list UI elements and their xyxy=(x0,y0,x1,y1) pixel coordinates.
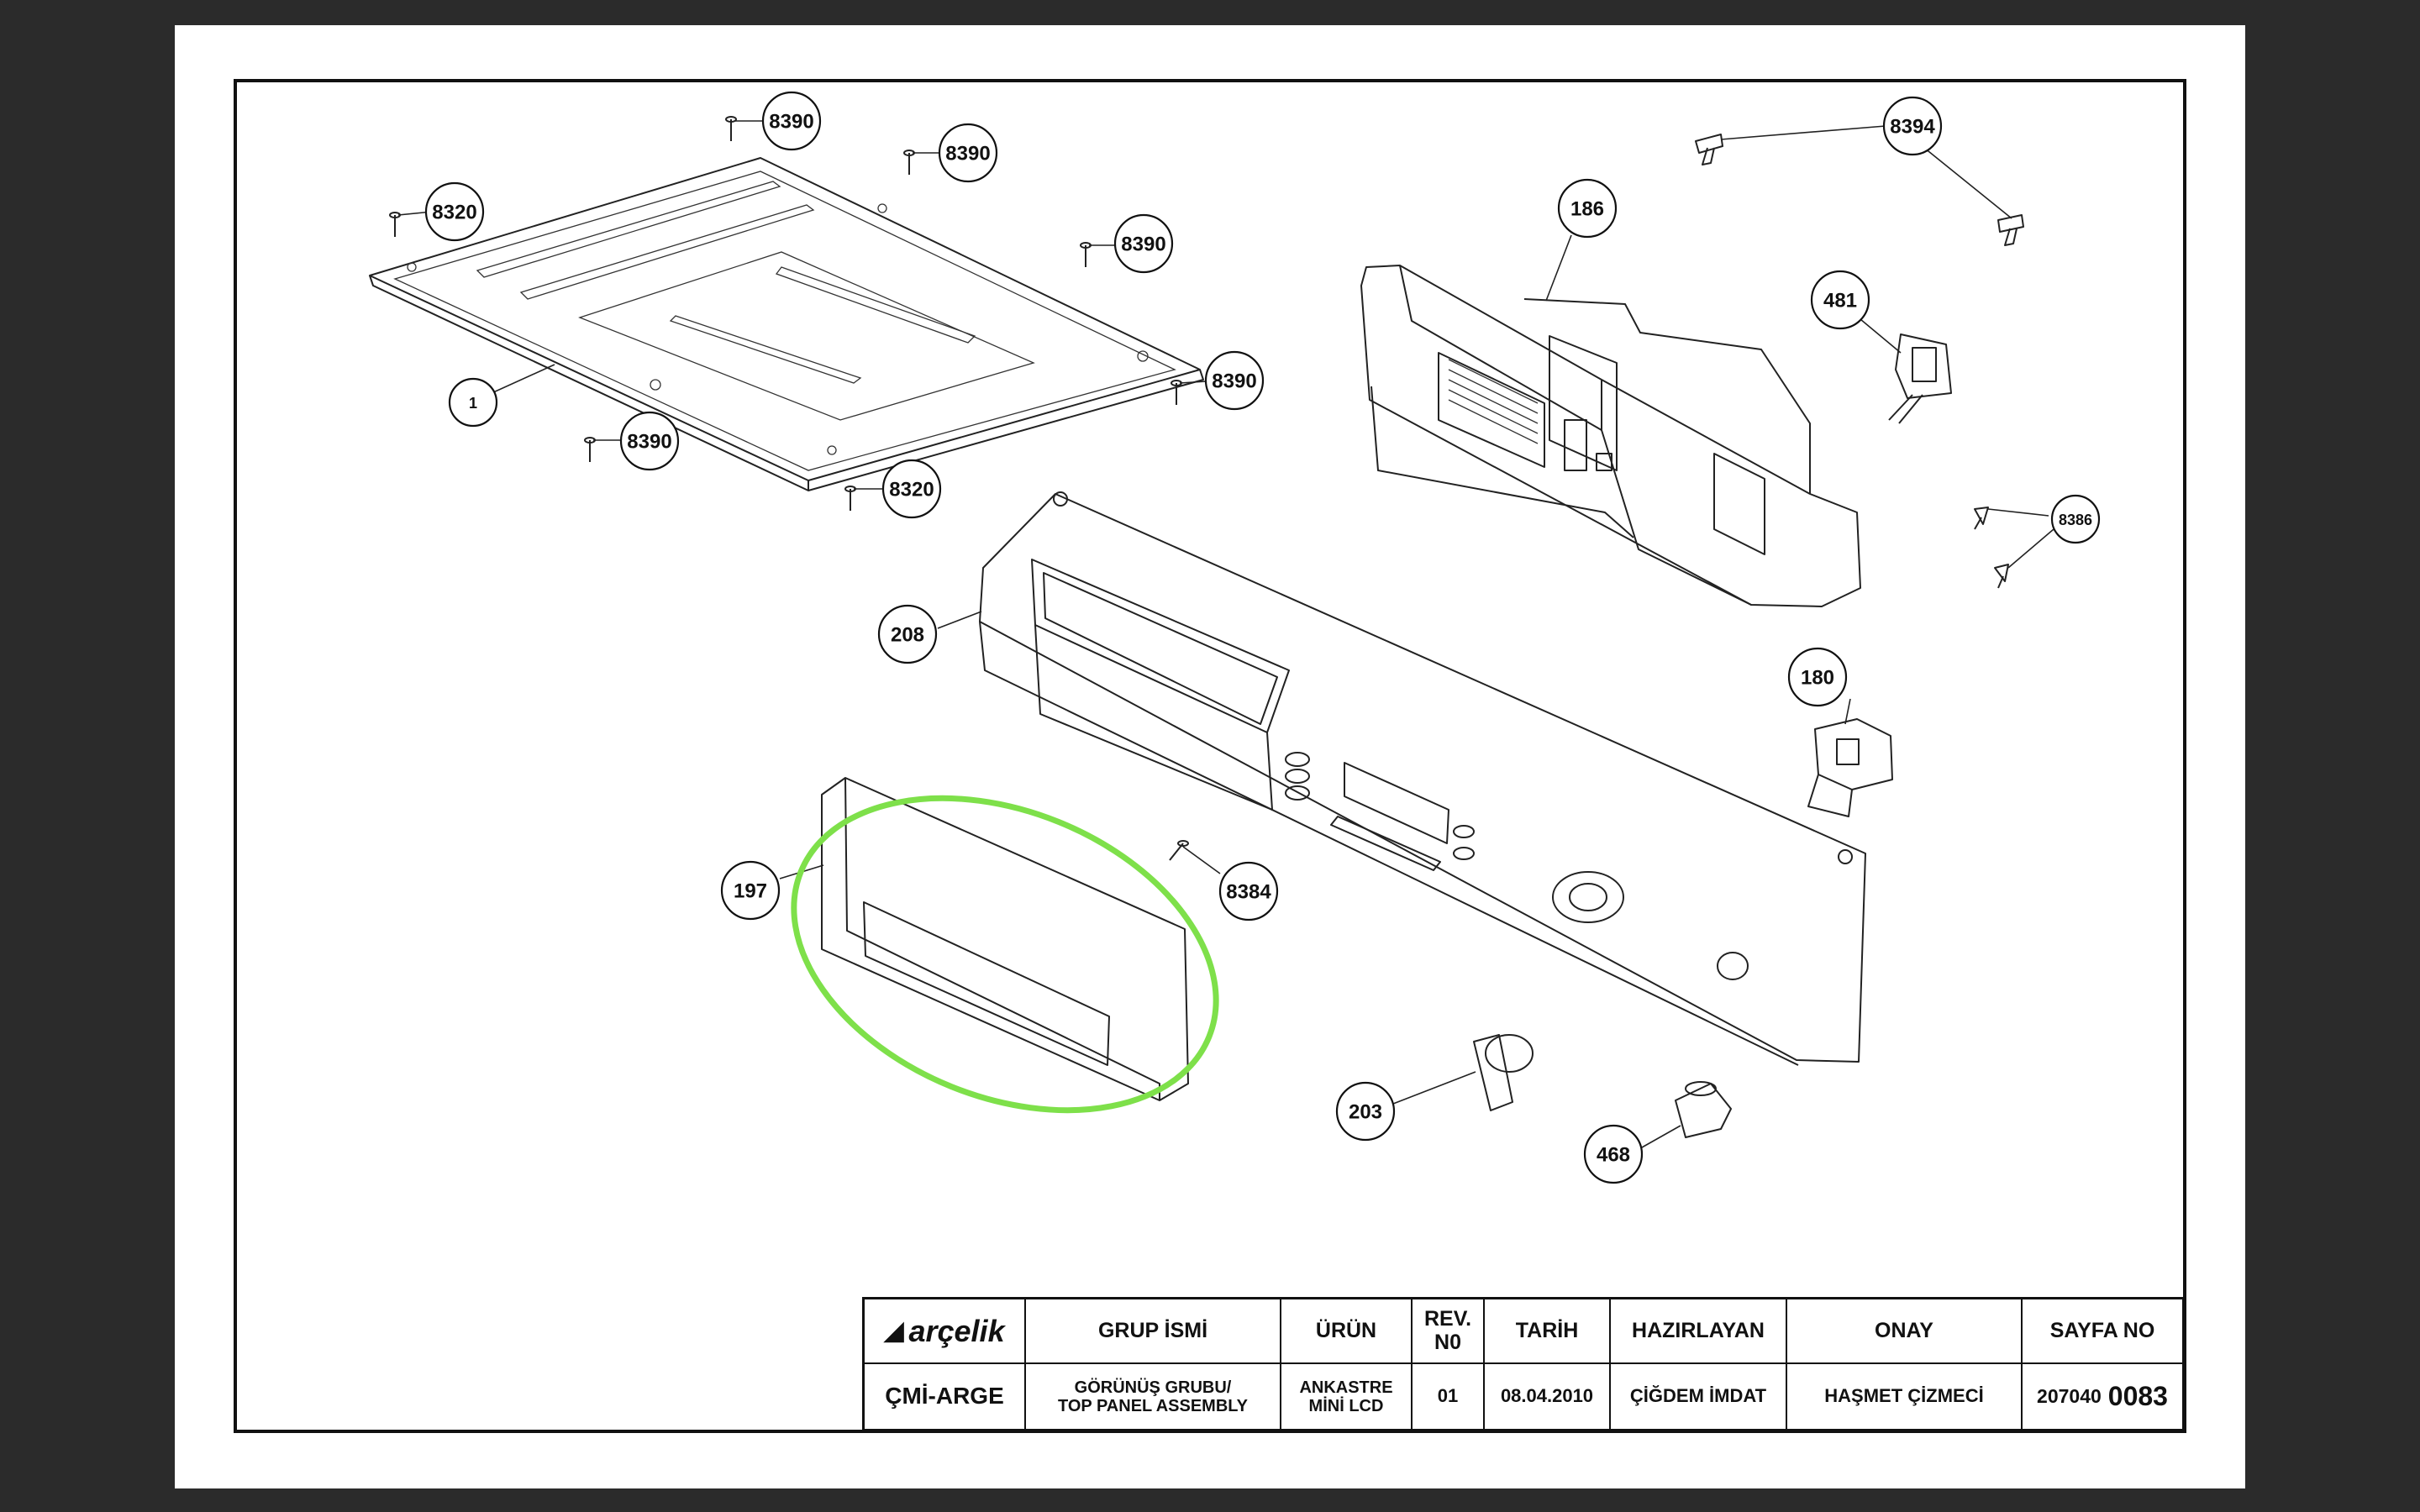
screw-8390-c xyxy=(1080,242,1092,267)
drawing-sheet xyxy=(175,25,2245,1488)
svg-text:8390: 8390 xyxy=(627,431,671,454)
callout-8384: 8384 xyxy=(1218,861,1279,921)
screw-8390-a xyxy=(725,116,737,141)
switch-part-481 xyxy=(1888,333,1952,424)
group-name-line2: TOP PANEL ASSEMBLY xyxy=(1058,1396,1248,1415)
logo-text: arçelik xyxy=(908,1313,1005,1348)
date-value: 08.04.2010 xyxy=(1485,1364,1611,1429)
callout-186: 186 xyxy=(1557,178,1618,239)
svg-text:186: 186 xyxy=(1570,198,1604,221)
approval-value: HAŞMET ÇİZMECİ xyxy=(1787,1364,2023,1429)
page-no-prefix: 207040 xyxy=(2037,1384,2102,1407)
product-line1: ANKASTRE xyxy=(1299,1378,1393,1397)
header-prepared-by: HAZIRLAYAN xyxy=(1611,1299,1787,1364)
control-board-part-186 xyxy=(1360,265,1861,607)
svg-text:481: 481 xyxy=(1823,290,1857,312)
header-rev-no: REV. N0 xyxy=(1413,1299,1485,1364)
callout-203: 203 xyxy=(1335,1081,1396,1142)
header-group-name: GRUP İSMİ xyxy=(1026,1299,1281,1364)
group-name-line1: GÖRÜNÜŞ GRUBU/ xyxy=(1074,1378,1232,1397)
callout-8390-e: 8390 xyxy=(619,411,680,471)
header-page-no: SAYFA NO xyxy=(2023,1299,2182,1364)
logo-mark-icon: ◢ xyxy=(884,1317,904,1345)
callout-208: 208 xyxy=(877,604,938,664)
header-rev-no-line1: REV. xyxy=(1423,1307,1472,1331)
screw-8394-b xyxy=(1997,214,2024,246)
screw-8386-b xyxy=(1994,564,2009,589)
group-name-value: GÖRÜNÜŞ GRUBU/ TOP PANEL ASSEMBLY xyxy=(1026,1364,1281,1429)
svg-text:197: 197 xyxy=(734,880,767,903)
callout-8390-a: 8390 xyxy=(761,91,822,151)
svg-text:180: 180 xyxy=(1801,667,1834,690)
callout-481: 481 xyxy=(1810,270,1870,330)
company-logo: ◢ arçelik xyxy=(865,1299,1026,1364)
control-panel-part-208 xyxy=(979,491,1866,1066)
svg-text:8390: 8390 xyxy=(1212,370,1256,393)
svg-text:8390: 8390 xyxy=(945,143,990,165)
callout-8320-a: 8320 xyxy=(424,181,485,242)
callout-468: 468 xyxy=(1583,1124,1644,1184)
top-plate-part-1 xyxy=(369,157,1204,491)
screw-8390-d xyxy=(1171,380,1182,405)
svg-text:1: 1 xyxy=(469,395,477,412)
handle-cover-part-197 xyxy=(821,777,1189,1101)
callout-180: 180 xyxy=(1787,647,1848,707)
header-product: ÜRÜN xyxy=(1281,1299,1413,1364)
svg-text:8320: 8320 xyxy=(432,202,476,224)
callout-197: 197 xyxy=(720,860,781,921)
screw-8386-a xyxy=(1974,507,1989,530)
rev-no-value: 01 xyxy=(1413,1364,1485,1429)
callout-8390-b: 8390 xyxy=(938,123,998,183)
screw-8320-b xyxy=(844,486,856,511)
svg-text:203: 203 xyxy=(1349,1101,1382,1124)
drawing-frame xyxy=(234,79,2186,1433)
svg-text:8394: 8394 xyxy=(1890,116,1935,139)
product-value: ANKASTRE MİNİ LCD xyxy=(1281,1364,1413,1429)
callout-8390-d: 8390 xyxy=(1204,350,1265,411)
header-date: TARİH xyxy=(1485,1299,1611,1364)
connector-part-180 xyxy=(1807,718,1893,817)
page-no-value: 207040 0083 xyxy=(2023,1364,2182,1429)
svg-text:468: 468 xyxy=(1597,1144,1630,1167)
svg-text:8390: 8390 xyxy=(1121,234,1165,256)
page-no-main: 0083 xyxy=(2107,1380,2168,1411)
callout-1: 1 xyxy=(448,377,498,428)
screw-part-8384 xyxy=(1169,840,1189,861)
callout-8394: 8394 xyxy=(1882,96,1943,156)
svg-text:8386: 8386 xyxy=(2059,512,2092,528)
title-block: ◢ arçelik GRUP İSMİ ÜRÜN REV. N0 TARİH H… xyxy=(862,1297,2185,1431)
screw-8390-b xyxy=(903,150,915,175)
svg-text:8390: 8390 xyxy=(769,111,813,134)
header-approval: ONAY xyxy=(1787,1299,2023,1364)
svg-text:208: 208 xyxy=(891,624,924,647)
product-line2: MİNİ LCD xyxy=(1308,1396,1384,1415)
screw-8394-a xyxy=(1695,134,1723,165)
callout-8386: 8386 xyxy=(2050,494,2101,544)
knob-part-203 xyxy=(1473,1034,1534,1111)
screw-8390-e xyxy=(584,437,596,462)
screw-8320-a xyxy=(389,212,401,237)
callout-8320-b: 8320 xyxy=(881,459,942,519)
leader-lines xyxy=(397,120,2054,1148)
button-part-468 xyxy=(1675,1081,1732,1138)
svg-text:8384: 8384 xyxy=(1226,881,1271,904)
department-name: ÇMİ-ARGE xyxy=(865,1364,1026,1429)
svg-text:8320: 8320 xyxy=(889,479,934,501)
callout-8390-c: 8390 xyxy=(1113,213,1174,274)
prepared-by-value: ÇİĞDEM İMDAT xyxy=(1611,1364,1787,1429)
highlight-ring xyxy=(791,795,1219,1114)
header-rev-no-line2: N0 xyxy=(1434,1330,1461,1354)
